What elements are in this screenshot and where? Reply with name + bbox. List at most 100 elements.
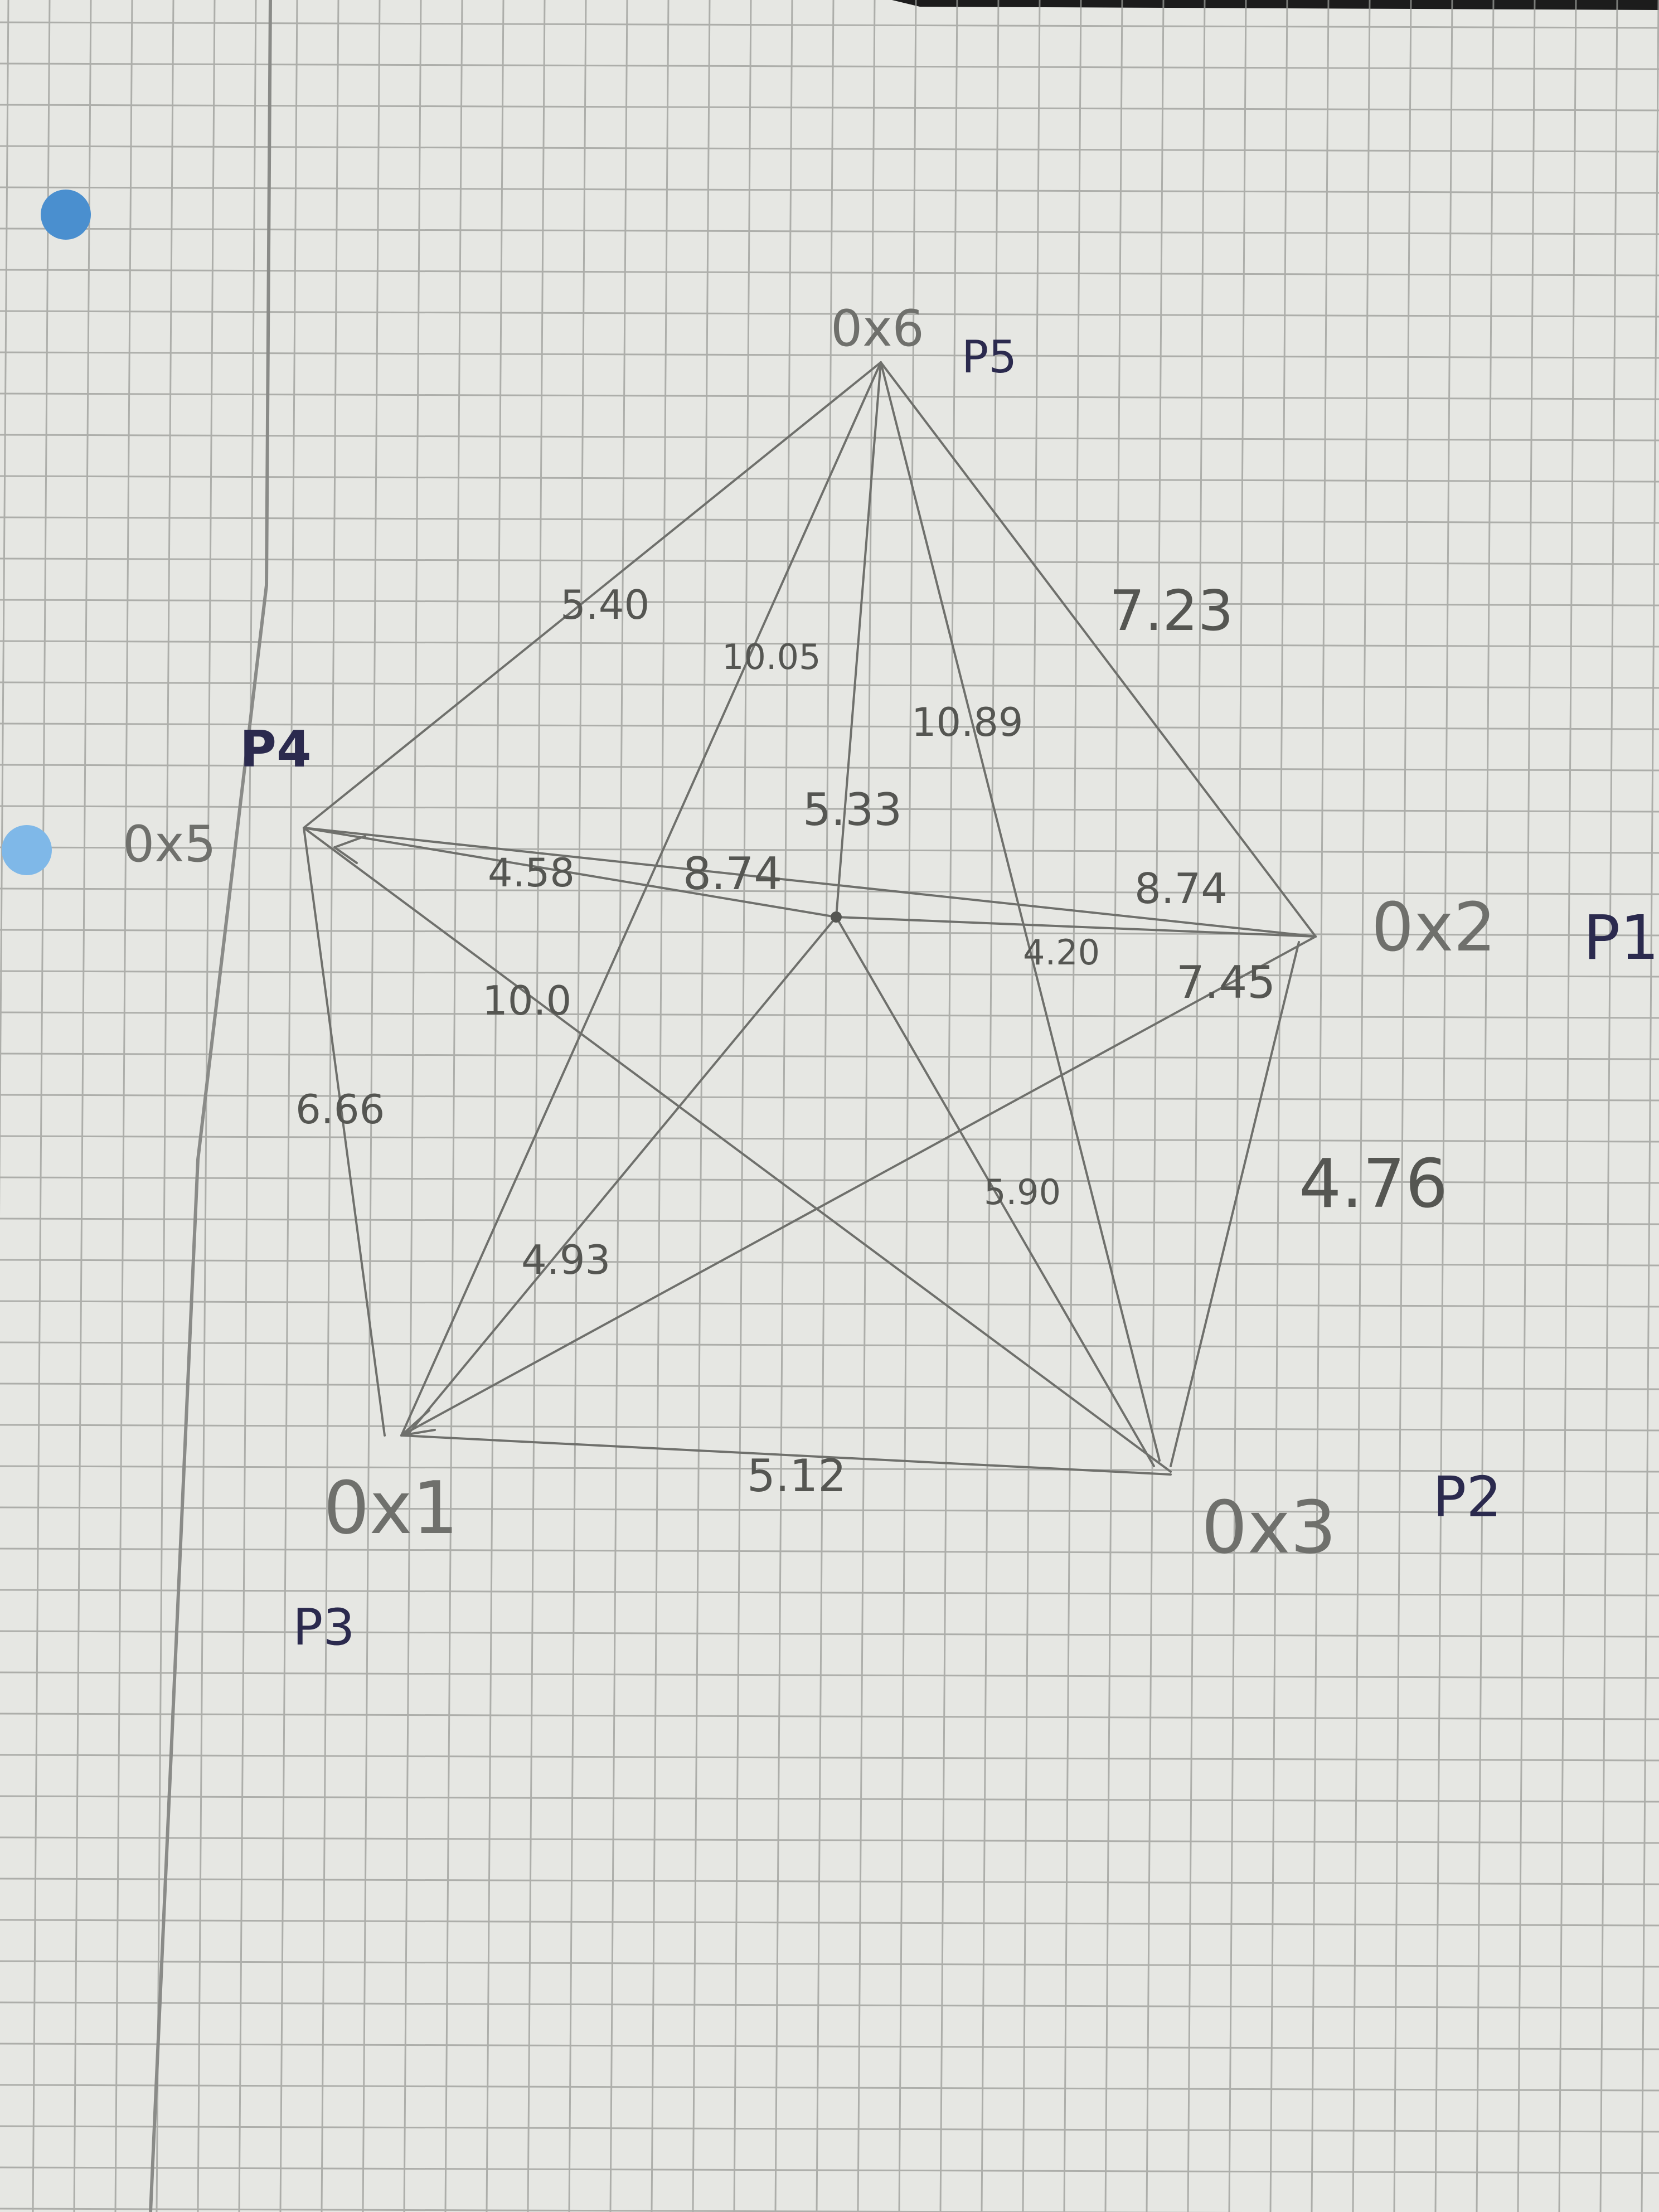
grid-line-horizontal [0,392,1659,400]
arrow-mark [400,1409,436,1437]
grid-line-horizontal [0,1052,1659,1060]
grid-line-horizontal [0,351,1659,359]
grid-line-horizontal [0,2166,1659,2174]
grid-line-horizontal [0,1506,1659,1514]
grid-line-horizontal [0,1382,1659,1390]
grid-line-horizontal [0,516,1659,524]
grid-line-vertical [1022,0,1041,2212]
node-name: 0x5 [123,815,216,874]
paper-top-shadow [892,0,1659,10]
edge-line [303,827,386,1437]
grid-line-horizontal [0,1011,1659,1019]
grid-line-vertical [321,0,339,2212]
grid-line-horizontal [0,186,1659,194]
center-point [831,911,842,923]
grid-line-horizontal [0,1754,1659,1762]
grid-line-horizontal [0,846,1659,854]
grid-line-vertical [1063,0,1082,2212]
grid-line-vertical [403,0,422,2212]
grid-line-vertical [939,0,958,2212]
grid-line-vertical [1269,0,1288,2212]
grid-line-horizontal [0,1424,1659,1432]
edge-line [400,935,1317,1437]
grid-line-vertical [73,0,92,2212]
grid-line-vertical [1393,0,1412,2212]
grid-line-horizontal [0,104,1659,111]
grid-line-vertical [692,0,711,2212]
grid-line-horizontal [0,1589,1659,1597]
edge-lines [303,361,1317,1476]
grid-line-horizontal [0,434,1659,442]
edge-weight-label: 4.93 [521,1236,610,1283]
edge-line [880,361,1317,938]
grid-line-vertical [1187,0,1206,2212]
edge-line [406,916,837,1437]
grid-line-vertical [774,0,793,2212]
grid-line-horizontal [0,887,1659,895]
grid-line-horizontal [0,62,1659,70]
grid-line-horizontal [0,599,1659,607]
edge-line [835,361,882,918]
edge-line [303,827,1317,938]
grid-line-vertical [156,0,174,2212]
grid-line-vertical [114,0,133,2212]
grid-line-horizontal [0,1713,1659,1720]
edge-weight-label: 4.20 [1023,932,1100,973]
edge-line [303,827,1172,1473]
grid-line-horizontal [0,2084,1659,2092]
grid-line-vertical [0,0,9,1217]
grid-line-horizontal [0,722,1659,730]
grid-line-vertical [898,0,917,2212]
light-blue-dot-mark [2,825,52,875]
edge-weight-label: 5.12 [747,1450,846,1502]
edge-weight-label: 8.74 [683,848,782,900]
grid-line-horizontal [0,1259,1659,1267]
edge-line [835,916,1155,1467]
edge-weight-label: 4.76 [1299,1146,1448,1223]
grid-line-vertical [1517,0,1536,2212]
edge-weight-label: 5.33 [803,784,902,836]
grid-line-horizontal [0,1548,1659,1555]
grid-line-vertical [486,0,505,2212]
grid-line-vertical [527,0,546,2212]
grid-line-horizontal [0,929,1659,937]
node-names: 0x6 0x2 0x3 0x1 0x5 [123,299,1496,1570]
edge-weight-label: 7.23 [1109,578,1234,643]
edge-line [835,916,1317,938]
node-tag: P5 [962,331,1017,383]
grid-line-horizontal [0,269,1659,276]
grid-line-horizontal [0,227,1659,235]
edge-labels: 5.40 7.23 10.05 10.89 5.33 4.58 8.74 8.7… [295,578,1448,1502]
arrow-mark [333,835,366,864]
edge-line [1170,941,1300,1467]
edge-weight-label: 6.66 [295,1086,385,1133]
edge-line [400,1434,1172,1476]
node-name: 0x3 [1201,1485,1336,1570]
grid-line-horizontal [0,1094,1659,1102]
grid-line-horizontal [0,557,1659,565]
grid-line-vertical [362,0,381,2212]
node-tag: P2 [1433,1464,1502,1530]
grid-line-horizontal [0,145,1659,153]
grid-line-vertical [568,0,587,2212]
node-tag: P4 [240,720,312,779]
edge-line [303,361,882,829]
grid-line-horizontal [0,1960,1659,1968]
grid-line-horizontal [0,1919,1659,1927]
grid-line-horizontal [0,1176,1659,1184]
grid-line-horizontal [0,1465,1659,1473]
grid-line-horizontal [0,1795,1659,1803]
edge-line [400,361,882,1437]
grid-line-horizontal [0,805,1659,813]
grid-line-vertical [609,0,628,2212]
grid-line-vertical [733,0,752,2212]
grid-line-vertical [1352,0,1371,2212]
grid-line-horizontal [0,2001,1659,2009]
node-name: 0x1 [323,1466,458,1550]
edge-weight-label: 5.90 [984,1172,1061,1212]
edge-weight-label: 10.05 [722,637,821,677]
grid-line-horizontal [0,2125,1659,2133]
grid-line-vertical [238,0,257,2212]
